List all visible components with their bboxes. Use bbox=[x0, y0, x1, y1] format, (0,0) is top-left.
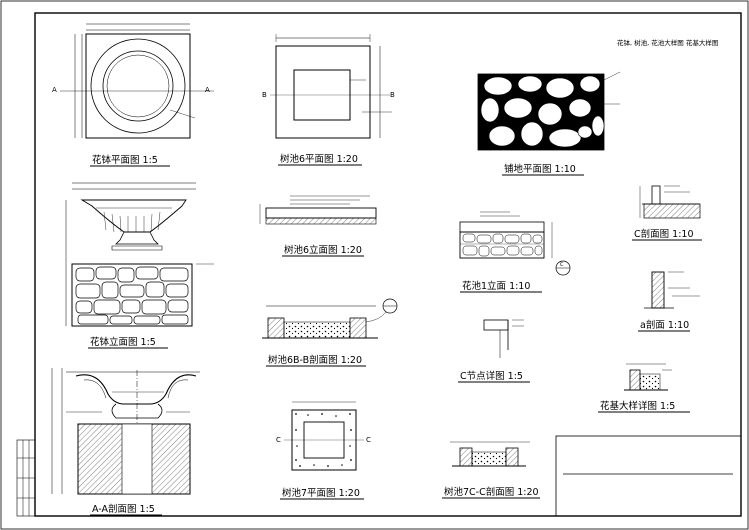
a-section-title: a剖面 1:10 bbox=[640, 319, 689, 331]
treepit6-elevation-title: 树池6立面图 1:20 bbox=[284, 244, 362, 256]
treepit6-plan-title: 树池6平面图 1:20 bbox=[280, 153, 358, 165]
section-marker-c-right: C bbox=[366, 436, 371, 444]
flowerbowl-elevation-title: 花钵立面图 1:5 bbox=[90, 336, 156, 348]
pedestal-core bbox=[121, 423, 153, 495]
treepit7-gravel bbox=[295, 413, 352, 467]
circle-c-marker: C bbox=[560, 262, 564, 268]
treepit6-plan-view bbox=[270, 34, 392, 139]
flowerbowl-plan-view bbox=[60, 23, 214, 139]
treepit6-bb-section-view bbox=[262, 298, 398, 339]
treepit6-elevation-view bbox=[259, 195, 377, 225]
paving-plan-title: 铺地平面图 1:10 bbox=[504, 163, 576, 175]
title-block bbox=[555, 435, 742, 517]
flowerbase-detail-title: 花基大样详图 1:5 bbox=[600, 400, 675, 412]
flowerpool1-stones bbox=[462, 233, 543, 257]
c-node-detail-title: C节点详图 1:5 bbox=[460, 370, 523, 382]
section-marker-b-left: B bbox=[262, 91, 267, 99]
section-marker-c-left: C bbox=[276, 436, 281, 444]
paving-plan-view bbox=[477, 71, 621, 151]
c-node-detail-view bbox=[483, 319, 524, 358]
section-marker-b-right: B bbox=[390, 91, 395, 99]
flowerbase-detail-view bbox=[624, 363, 672, 391]
section-marker-a-right: A bbox=[205, 86, 210, 94]
a-section-view bbox=[644, 271, 700, 309]
flowerpool1-elevation-title: 花池1立面 1:10 bbox=[462, 280, 530, 292]
flowerbowl-plan-title: 花钵平面图 1:5 bbox=[92, 154, 158, 166]
treepit7-cc-section-view bbox=[450, 441, 530, 467]
flowerpool1-elevation-view bbox=[459, 211, 571, 276]
treepit7-plan-title: 树池7平面图 1:20 bbox=[282, 487, 360, 499]
sheet-title: 花钵, 树池, 花池大样图 花基大样图 bbox=[617, 38, 718, 47]
stone-pattern bbox=[75, 266, 189, 325]
treepit6-bb-section-title: 树池6B-B剖面图 1:20 bbox=[268, 354, 362, 366]
section-marker-a-left: A bbox=[52, 86, 57, 94]
flowerbowl-elevation-view bbox=[65, 182, 214, 327]
c-section-title: C剖面图 1:10 bbox=[634, 228, 694, 240]
aa-section-title: A-A剖面图 1:5 bbox=[92, 503, 155, 515]
treepit7-plan-view bbox=[284, 401, 364, 471]
treepit7-cc-section-title: 树池7C-C剖面图 1:20 bbox=[444, 486, 539, 498]
c-section-view bbox=[639, 185, 701, 219]
